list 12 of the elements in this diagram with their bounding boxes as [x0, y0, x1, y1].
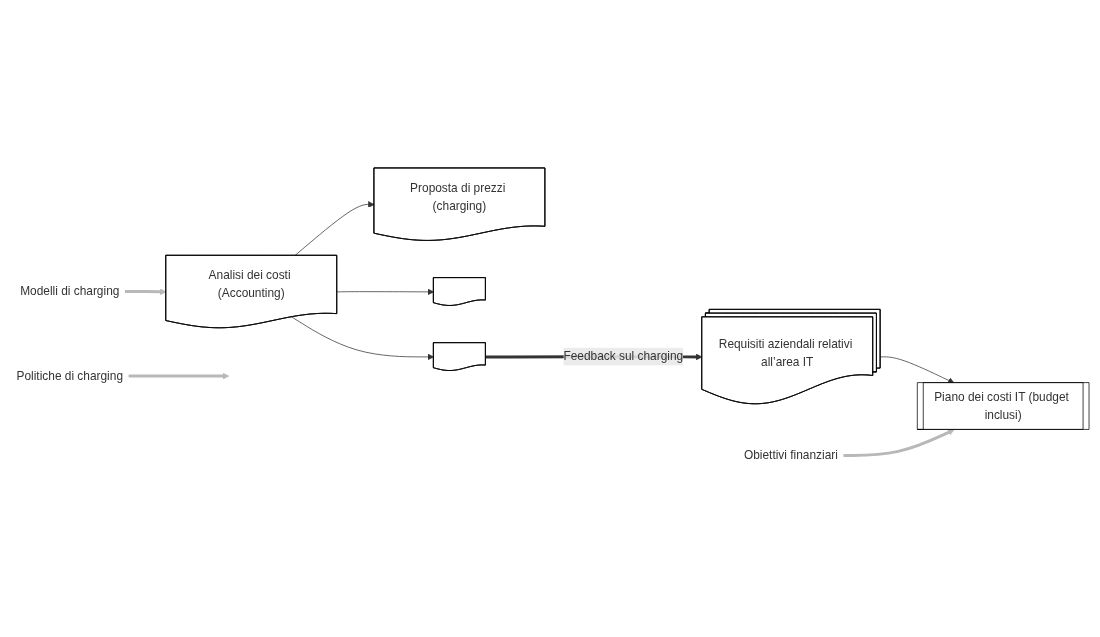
document-stack: Requisiti aziendali relativi all’area IT	[701, 308, 881, 404]
document: Analisi dei costi (Accounting)	[165, 254, 338, 328]
document	[433, 341, 486, 371]
document	[433, 276, 486, 306]
arrow	[843, 428, 955, 457]
document: Proposta di prezzi (charging)	[373, 167, 546, 241]
arrow	[124, 288, 167, 295]
text-label: Politiche di charging	[16, 368, 123, 382]
plan-box: Piano dei costi IT (budget inclusi)	[916, 381, 1090, 430]
text-label: Modelli di charging	[20, 284, 120, 298]
text-label: Obiettivi finanziari	[744, 448, 838, 461]
arrow	[128, 372, 230, 379]
